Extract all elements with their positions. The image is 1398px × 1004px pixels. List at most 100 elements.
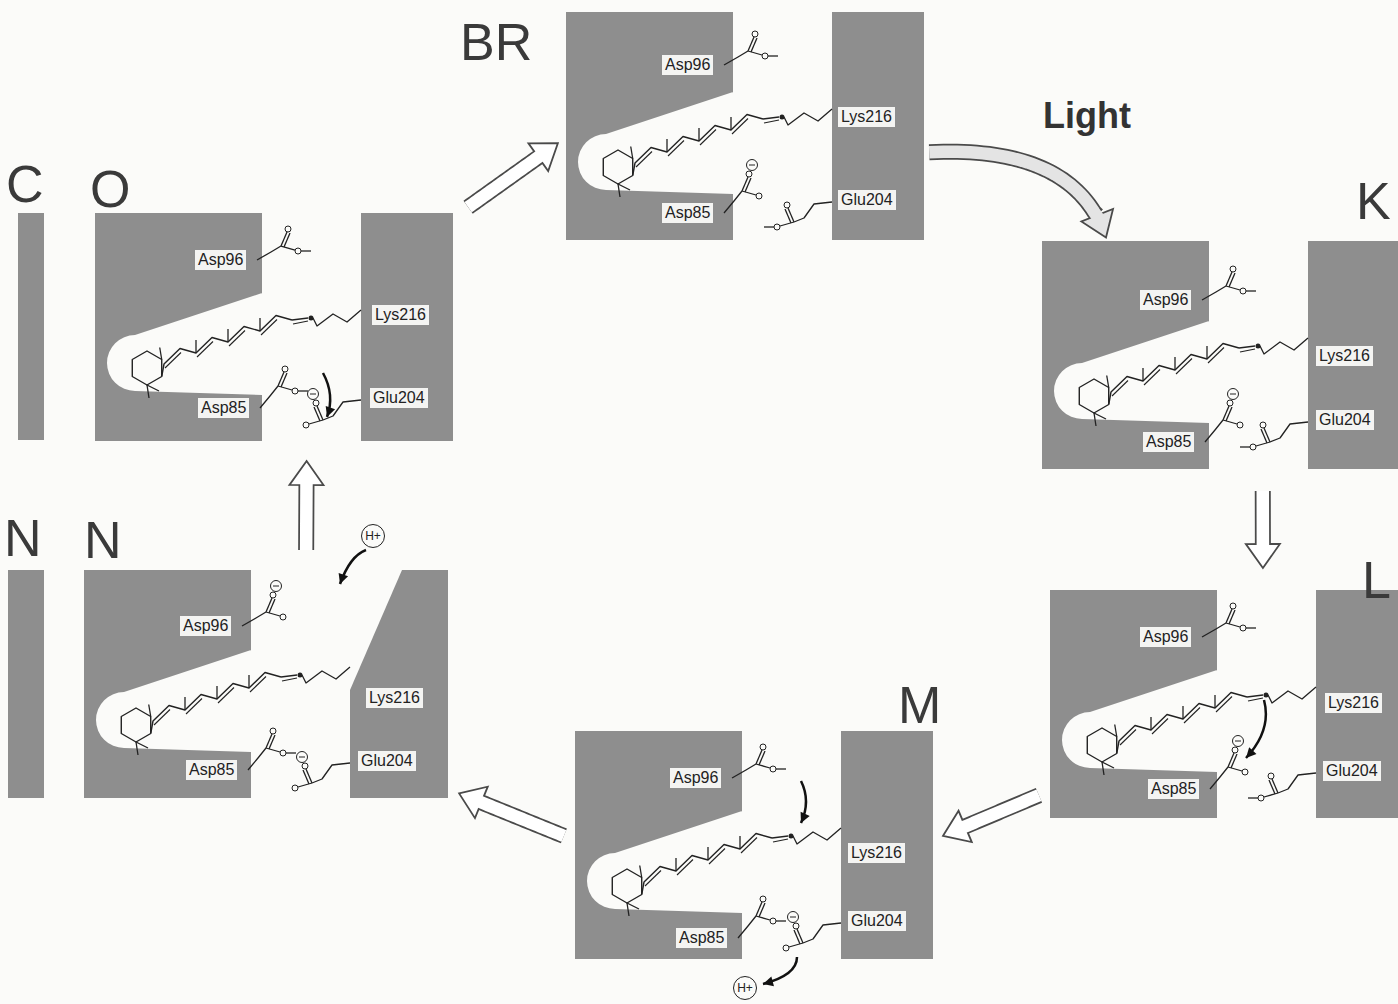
- schiff-base: [763, 117, 779, 119]
- bond-line: [1202, 623, 1226, 637]
- residue-label: Glu204: [1316, 410, 1374, 430]
- oxygen-atom: [313, 400, 319, 406]
- hydroxyl-bond: [301, 250, 311, 251]
- retinal-ring: [603, 150, 632, 184]
- bond-line: [1264, 793, 1278, 797]
- bond-line: [797, 929, 803, 943]
- methyl-group: [147, 385, 149, 398]
- bond-line: [788, 208, 794, 222]
- bond-line: [751, 38, 757, 52]
- bond-line: [298, 783, 312, 787]
- hydroxyl-bond: [1248, 797, 1258, 798]
- methyl-group: [627, 903, 629, 916]
- proton-transfer-arrowhead: [801, 812, 810, 823]
- lysine-chain: [313, 310, 361, 326]
- helix-block: [95, 213, 262, 441]
- retinal-ring: [132, 351, 161, 385]
- oxygen-atom: [280, 750, 286, 756]
- lysine-chain: [784, 109, 832, 125]
- schiff-nitrogen: [780, 115, 785, 120]
- methyl-group: [1150, 717, 1151, 730]
- polyene-chain: [633, 115, 763, 176]
- methyl-group: [1094, 413, 1106, 419]
- hydroxyl-bond: [776, 768, 786, 769]
- methyl-group: [136, 742, 148, 748]
- double-bond: [154, 710, 170, 726]
- residue-label: Lys216: [1325, 693, 1382, 713]
- bond-line: [756, 916, 770, 920]
- arrowhead: [1246, 544, 1280, 568]
- bond-line: [732, 764, 756, 778]
- oxygen-atom: [760, 744, 766, 750]
- oxygen-atom: [770, 766, 776, 772]
- oxygen-atom: [760, 896, 766, 902]
- bond-line: [309, 420, 323, 424]
- helix-block: [361, 213, 453, 441]
- methyl-group: [184, 697, 185, 710]
- negative-charge: [1235, 741, 1241, 742]
- negative-charge: [271, 581, 282, 592]
- bond-line: [756, 902, 762, 916]
- double-bond: [1144, 370, 1160, 386]
- proton-circle: H+: [361, 524, 385, 548]
- methyl-group: [259, 318, 260, 331]
- bond-line: [1228, 753, 1234, 767]
- double-bond: [1112, 381, 1128, 397]
- schiff-base: [1248, 698, 1263, 701]
- photocycle-state-panel: OAsp96Lys216Asp85Glu204: [95, 213, 460, 441]
- bond-line: [260, 386, 278, 408]
- oxygen-atom: [752, 31, 758, 37]
- bond-line: [281, 373, 287, 387]
- double-bond: [636, 152, 652, 168]
- residue-label: Asp96: [662, 55, 713, 75]
- methyl-group: [640, 866, 642, 878]
- residue-label: Lys216: [848, 843, 905, 863]
- arrow-fill: [479, 801, 564, 836]
- lysine-chain: [1260, 338, 1308, 354]
- bond-line: [748, 37, 754, 51]
- bond-line: [303, 770, 309, 784]
- methyl-group: [1206, 346, 1207, 359]
- bond-line: [1270, 422, 1308, 442]
- negative-charge: [788, 912, 799, 923]
- bond-line: [756, 750, 762, 764]
- helix-block: [566, 12, 733, 240]
- oxygen-atom: [1230, 603, 1236, 609]
- double-bond: [645, 871, 661, 887]
- oxygen-atom: [270, 728, 276, 734]
- schiff-base: [1247, 695, 1263, 697]
- schiff-base: [282, 678, 297, 681]
- methyl-group: [675, 858, 676, 871]
- methyl-group: [1214, 695, 1215, 708]
- negative-charge: [1230, 394, 1236, 395]
- bond-line: [803, 923, 841, 943]
- bond-line: [281, 246, 295, 250]
- oxygen-atom: [292, 388, 298, 394]
- methyl-group: [666, 139, 667, 152]
- polyene-chain: [162, 316, 292, 377]
- negative-charge: [310, 394, 316, 395]
- bond-line: [794, 202, 832, 222]
- bond-line: [1272, 779, 1278, 793]
- methyl-group: [195, 340, 196, 353]
- double-bond: [250, 677, 266, 693]
- cropped-state-label: C: [6, 158, 44, 210]
- bond-line: [724, 51, 748, 65]
- edge-label: Light: [1040, 96, 1134, 136]
- oxygen-atom: [295, 248, 301, 254]
- oxygen-atom: [756, 193, 762, 199]
- oxygen-atom: [793, 923, 799, 929]
- double-bond: [197, 342, 213, 358]
- transition-arrow: [943, 795, 1039, 842]
- transition-arrow: [459, 787, 564, 836]
- retinal-ring: [1079, 379, 1108, 413]
- hydroxyl-bond: [1246, 627, 1256, 628]
- methyl-group: [698, 128, 699, 141]
- helix-block: [1050, 590, 1217, 818]
- oxygen-atom: [1240, 288, 1246, 294]
- cropped-block: [8, 570, 44, 798]
- schiff-base: [764, 120, 779, 123]
- methyl-group: [1102, 762, 1114, 768]
